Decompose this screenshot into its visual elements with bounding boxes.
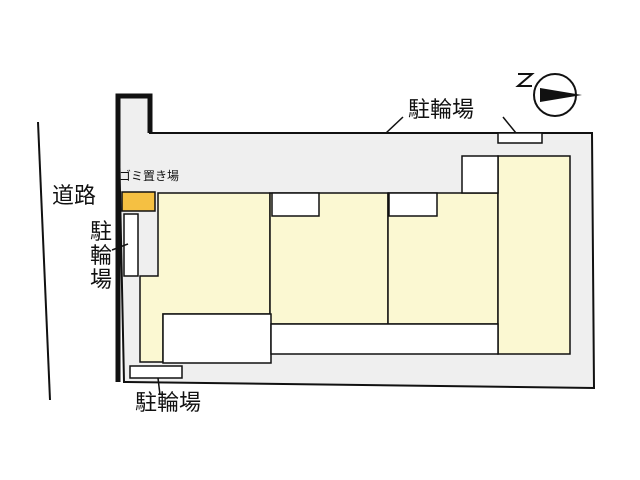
bicycle-parking-left-char: 場 [90, 268, 113, 293]
bicycle-parking-top-label: 駐輪場 [408, 98, 475, 123]
bike-area-bottom [129, 365, 183, 379]
road-label: 道路 [52, 184, 97, 209]
bicycle-parking-left-char: 輪 [90, 244, 113, 269]
bicycle-parking-left-char: 駐 [90, 220, 113, 245]
bicycle-parking-left-label: 駐 輪 場 [90, 222, 112, 292]
open-box-1 [162, 313, 272, 364]
road-line [37, 121, 51, 401]
leader-line-top [385, 116, 404, 134]
corridor [270, 323, 499, 355]
leader-line-top-right [502, 116, 517, 134]
open-box-4 [461, 155, 499, 194]
bicycle-parking-bottom-label: 駐輪場 [135, 391, 202, 416]
building-unit-4 [497, 155, 571, 355]
boundary-wall [115, 93, 153, 382]
garbage-area [121, 191, 156, 212]
open-box-2 [271, 192, 320, 217]
north-arrow-icon [515, 73, 582, 117]
garbage-area-label: ゴミ置き場 [119, 169, 180, 183]
open-box-3 [388, 192, 438, 217]
leader-line-bottom [157, 377, 161, 396]
bike-area-top [497, 132, 543, 144]
leader-line-left [111, 243, 129, 251]
